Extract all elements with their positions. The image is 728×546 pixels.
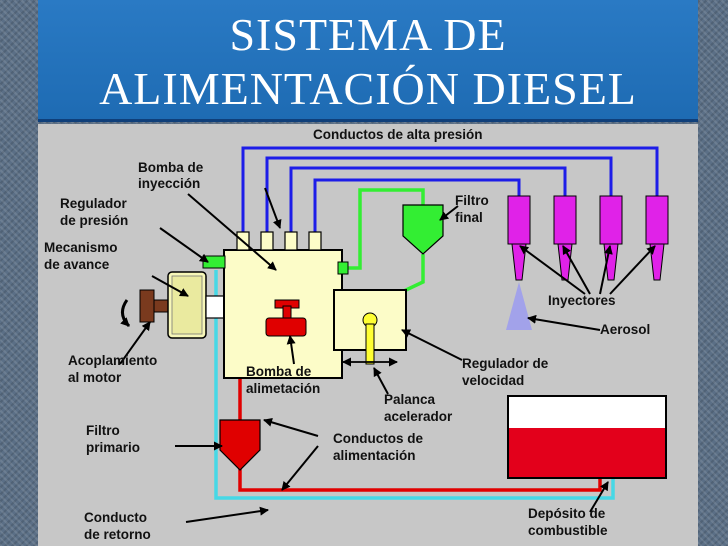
label-primary-filter-2: primario <box>86 440 140 455</box>
label-pressure-regulator-1: Regulador <box>60 196 128 211</box>
injector-3 <box>599 195 623 281</box>
injector-1 <box>507 195 531 281</box>
coupling <box>120 289 169 328</box>
label-high-pressure-lines: Conductos de alta presión <box>313 127 483 142</box>
label-injection-pump-1: Bomba de <box>138 160 204 175</box>
aerosol-spray <box>506 282 532 330</box>
label-feed-pump-2: alimetación <box>246 381 320 396</box>
label-coupling-1: Acoplamiento <box>68 353 157 368</box>
injection-pump <box>202 249 407 379</box>
primary-filter <box>219 419 261 471</box>
hp-line-1 <box>241 146 659 232</box>
label-feed-lines-2: alimentación <box>333 448 416 463</box>
hp-line-3 <box>289 166 567 232</box>
label-advance-mechanism-1: Mecanismo <box>44 240 118 255</box>
label-return-line-1: Conducto <box>84 510 147 525</box>
label-injection-pump-2: inyección <box>138 176 200 191</box>
label-return-line-2: de retorno <box>84 527 151 542</box>
leader-arrows <box>119 187 656 523</box>
title-banner: SISTEMA DE ALIMENTACIÓN DIESEL <box>38 0 698 122</box>
label-final-filter-2: final <box>455 210 483 225</box>
label-pressure-regulator-2: de presión <box>60 213 128 228</box>
label-fuel-tank-1: Depósito de <box>528 506 606 521</box>
hp-line-4 <box>313 178 521 232</box>
label-speed-regulator-2: velocidad <box>462 373 524 388</box>
injectors <box>507 195 669 281</box>
label-final-filter-1: Filtro <box>455 193 489 208</box>
title-line-1: SISTEMA DE <box>229 9 507 60</box>
high-pressure-lines <box>241 146 659 232</box>
label-fuel-tank-2: combustible <box>528 523 608 538</box>
injector-4 <box>645 195 669 281</box>
label-primary-filter-1: Filtro <box>86 423 120 438</box>
advance-mechanism <box>167 271 225 339</box>
title-line-2: ALIMENTACIÓN DIESEL <box>99 63 637 114</box>
label-aerosol: Aerosol <box>600 322 650 337</box>
label-coupling-2: al motor <box>68 370 122 385</box>
final-filter <box>402 204 444 255</box>
feed-pump <box>265 299 307 337</box>
label-throttle-2: acelerador <box>384 409 453 424</box>
label-injectors: Inyectores <box>548 293 616 308</box>
fuel-tank <box>507 395 667 479</box>
label-throttle-1: Palanca <box>384 392 436 407</box>
labels: Conductos de alta presión Bomba de inyec… <box>44 127 650 542</box>
label-advance-mechanism-2: de avance <box>44 257 110 272</box>
label-speed-regulator-1: Regulador de <box>462 356 549 371</box>
label-feed-lines-1: Conductos de <box>333 431 423 446</box>
label-feed-pump-1: Bomba de <box>246 364 312 379</box>
throttle-lever <box>342 312 398 367</box>
injector-2 <box>553 195 577 281</box>
